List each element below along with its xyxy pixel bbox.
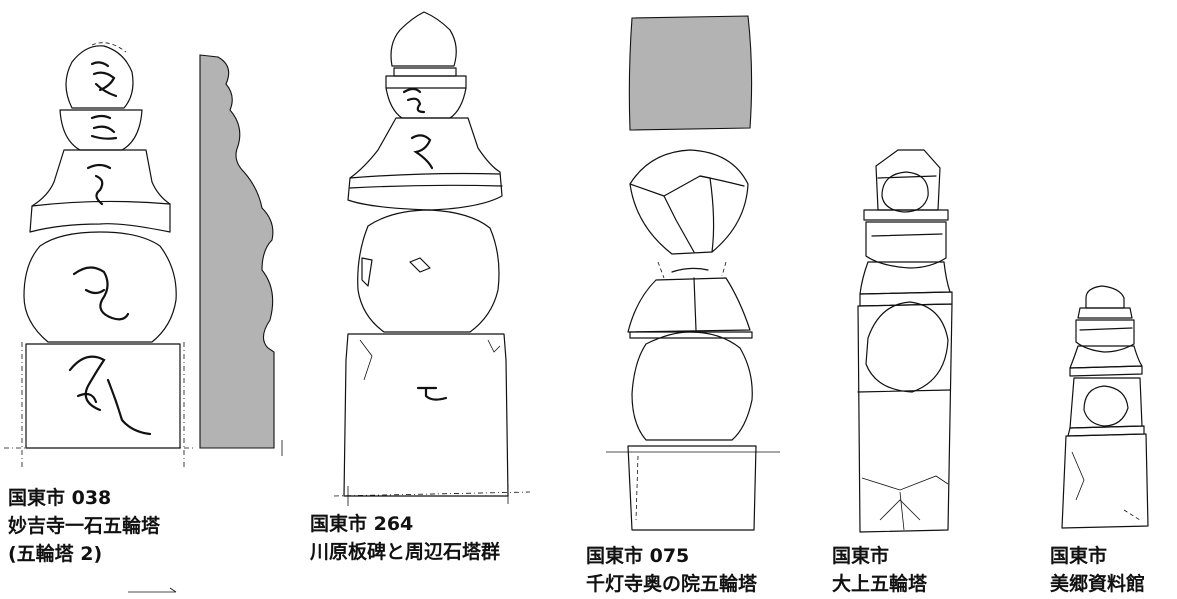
roof-stone — [627, 277, 751, 333]
caption-number: 国東市 — [832, 545, 890, 567]
sanskrit-glyph-5 — [68, 355, 152, 436]
sanskrit-glyph — [410, 134, 434, 170]
section-profile — [199, 54, 275, 449]
base-stone — [343, 333, 509, 497]
sanskrit-glyph — [402, 87, 426, 114]
hoju-top-stone — [390, 11, 457, 67]
body-block — [857, 303, 953, 533]
ukebana-stone — [629, 149, 749, 255]
gorinto-075-drawing — [606, 15, 780, 531]
ukebana-cup — [385, 75, 467, 119]
roof-stone — [29, 149, 171, 233]
sanskrit-glyph-2 — [90, 114, 118, 140]
caption-264: 国東市 264 川原板碑と周辺石塔群 — [310, 510, 500, 566]
caption-misato: 国東市 美郷資料館 — [1050, 542, 1145, 598]
caption-number: 国東市 264 — [310, 513, 414, 535]
roof-stone — [859, 261, 951, 295]
caption-075: 国東市 075 千灯寺奥の院五輪塔 — [586, 542, 757, 598]
hoju-top-stone — [1085, 285, 1125, 309]
caption-name: 大上五輪塔 — [832, 573, 928, 595]
water-sphere-block — [1069, 377, 1143, 429]
pagoda-264-drawing — [333, 11, 531, 506]
water-sphere — [631, 331, 753, 441]
caption-number: 国東市 075 — [586, 545, 690, 567]
water-sphere — [23, 231, 177, 343]
arrow-mark — [128, 587, 177, 593]
roof-stone — [1069, 345, 1143, 369]
caption-number: 国東市 — [1050, 545, 1108, 567]
water-sphere — [357, 209, 500, 333]
gorinto-038-drawing — [4, 42, 283, 470]
sanskrit-glyph-1 — [90, 61, 118, 98]
caption-oue: 国東市 大上五輪塔 — [832, 542, 927, 598]
caption-name: 美郷資料館 — [1050, 573, 1146, 595]
roof-stone — [347, 117, 503, 211]
gorinto-oue-drawing — [857, 149, 953, 533]
sanskrit-glyph-4 — [72, 266, 130, 321]
ukebana-cup — [1075, 319, 1135, 353]
caption-name: 千灯寺奥の院五輪塔 — [586, 573, 758, 595]
hoju-top-stone — [65, 45, 134, 109]
base-stone — [627, 445, 757, 531]
caption-number: 国東市 038 — [8, 487, 112, 509]
base-stone — [1061, 433, 1149, 529]
ukebana-cup — [865, 221, 947, 269]
pagoda-misato-drawing — [1061, 285, 1149, 529]
caption-extra: (五輪塔 2) — [8, 543, 103, 565]
caption-name: 川原板碑と周辺石塔群 — [310, 541, 501, 563]
caption-038: 国東市 038 妙吉寺一石五輪塔 (五輪塔 2) — [8, 484, 160, 568]
sanskrit-glyph-3 — [86, 163, 112, 206]
missing-hoju-block — [628, 15, 753, 131]
hoju-top-stone — [875, 149, 941, 211]
caption-name: 妙吉寺一石五輪塔 — [8, 515, 161, 537]
sanskrit-glyph — [416, 386, 448, 401]
